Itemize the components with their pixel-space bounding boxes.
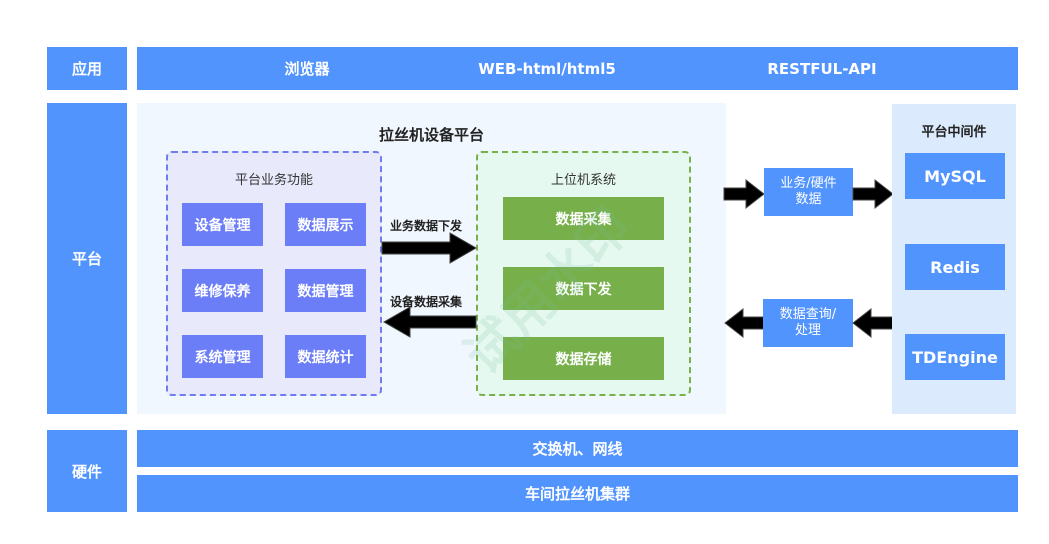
app-item-web-html: WEB-html/html5 — [478, 59, 616, 78]
layer-label-platform: 平台 — [47, 103, 127, 414]
business-item-data-statistics[interactable]: 数据统计 — [285, 335, 366, 378]
arrow-right-icon — [381, 232, 478, 264]
layer-label-application: 应用 — [47, 47, 127, 90]
arrow-right-icon — [852, 178, 894, 210]
business-item-device-management[interactable]: 设备管理 — [182, 203, 263, 246]
app-item-restful-api: RESTFUL-API — [767, 59, 877, 78]
middleware-item-mysql[interactable]: MySQL — [905, 153, 1005, 199]
upper-computer-group-title: 上位机系统 — [550, 173, 616, 188]
platform-title: 拉丝机设备平台 — [378, 126, 484, 144]
business-item-data-management[interactable]: 数据管理 — [285, 269, 366, 312]
arrow-right-icon — [723, 178, 765, 210]
middleware-item-tdengine[interactable]: TDEngine — [905, 334, 1005, 380]
flow-box-data-query-processing: 数据查询/ 处理 — [763, 299, 853, 347]
upper-item-data-collection[interactable]: 数据采集 — [503, 197, 664, 240]
middleware-title: 平台中间件 — [921, 125, 987, 140]
arrow-left-icon — [382, 306, 477, 338]
upper-item-data-storage[interactable]: 数据存储 — [503, 337, 664, 380]
business-item-data-display[interactable]: 数据展示 — [285, 203, 366, 246]
flow-box-business-hardware-data: 业务/硬件 数据 — [764, 168, 853, 216]
app-item-browser: 浏览器 — [284, 60, 330, 78]
business-item-system-management[interactable]: 系统管理 — [182, 335, 263, 378]
business-group-title: 平台业务功能 — [234, 173, 313, 188]
application-bar: 浏览器 WEB-html/html5 RESTFUL-API — [137, 47, 1018, 90]
layer-label-hardware: 硬件 — [47, 430, 127, 512]
business-item-maintenance[interactable]: 维修保养 — [182, 269, 263, 312]
arrow-label-device-data-collection: 设备数据采集 — [390, 295, 463, 309]
arrow-left-icon — [852, 307, 894, 339]
upper-item-data-dispatch[interactable]: 数据下发 — [503, 267, 664, 310]
middleware-item-redis[interactable]: Redis — [905, 244, 1005, 290]
hardware-item-switches-cables: 交换机、网线 — [137, 430, 1018, 467]
arrow-left-icon — [724, 307, 766, 339]
hardware-item-drawing-machine-cluster: 车间拉丝机集群 — [137, 475, 1018, 512]
arrow-label-business-data-dispatch: 业务数据下发 — [390, 219, 463, 233]
